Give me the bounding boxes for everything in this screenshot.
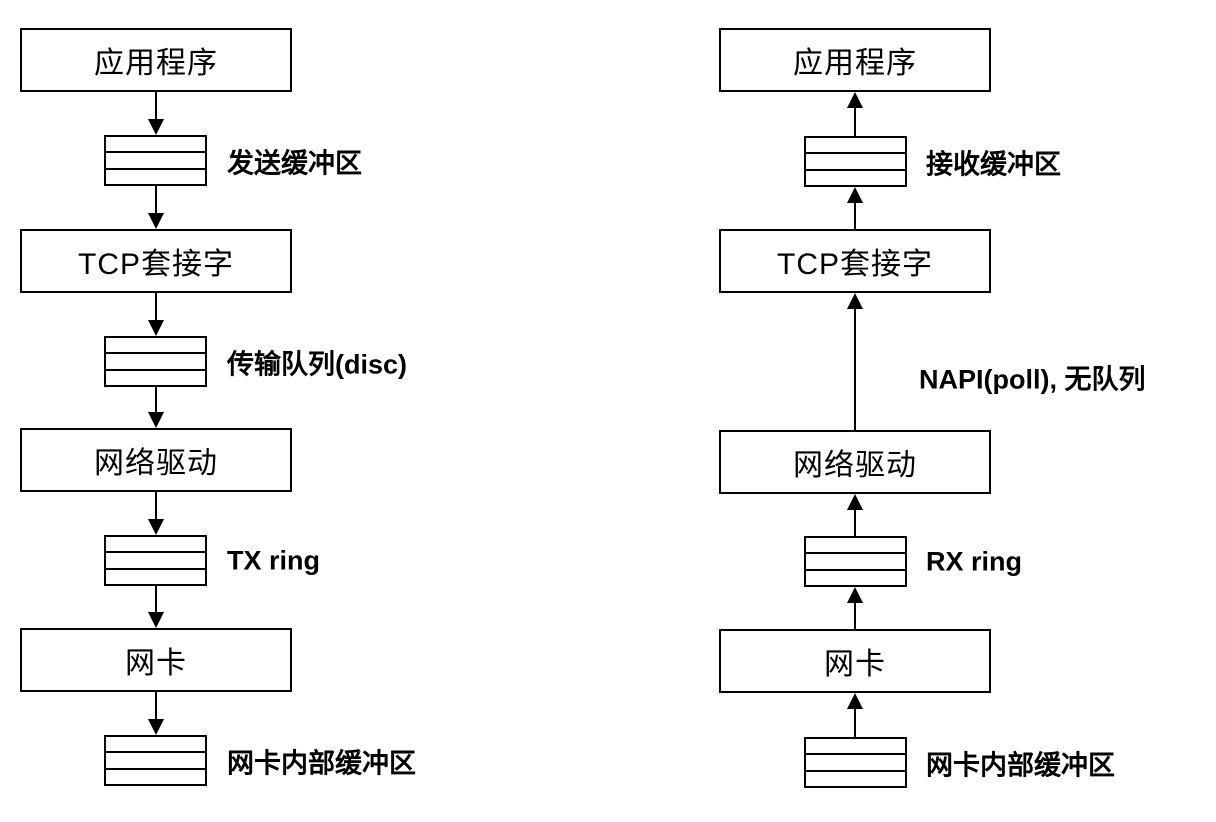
send-nic-buffer-queue-icon (104, 735, 207, 786)
send-buffer-label: 发送缓冲区 (227, 148, 362, 179)
recv-network-driver-box: 网络驱动 (719, 430, 991, 494)
recv-tcp-socket-box: TCP套接字 (719, 229, 991, 293)
send-nic-box: 网卡 (20, 628, 292, 692)
arrow-down-icon (146, 586, 166, 628)
send-tcp-socket-box: TCP套接字 (20, 229, 292, 293)
arrow-up-icon (845, 494, 865, 536)
arrow-down-icon (146, 387, 166, 428)
arrow-down-icon (146, 92, 166, 135)
recv-buffer-queue-icon (804, 136, 907, 187)
recv-nic-box: 网卡 (719, 629, 991, 693)
send-network-driver-box: 网络驱动 (20, 428, 292, 492)
napi-edge-label: NAPI(poll), 无队列 (919, 364, 1146, 395)
arrow-down-icon (146, 186, 166, 229)
send-nic-buffer-label: 网卡内部缓冲区 (227, 748, 416, 779)
arrow-up-icon (845, 587, 865, 629)
arrow-down-icon (146, 293, 166, 336)
rx-ring-queue-icon (804, 536, 907, 587)
recv-application-box: 应用程序 (719, 28, 991, 92)
transmit-queue-icon (104, 336, 207, 387)
arrow-down-icon (146, 492, 166, 535)
send-application-box: 应用程序 (20, 28, 292, 92)
arrow-down-icon (146, 692, 166, 735)
transmit-queue-label: 传输队列(disc) (227, 349, 408, 380)
recv-buffer-label: 接收缓冲区 (926, 149, 1061, 180)
rx-ring-label: RX ring (926, 546, 1023, 577)
arrow-up-icon (845, 187, 865, 229)
send-buffer-queue-icon (104, 135, 207, 186)
tx-ring-queue-icon (104, 535, 207, 586)
recv-nic-buffer-queue-icon (804, 737, 907, 788)
arrow-up-icon (845, 92, 865, 136)
arrow-up-icon (845, 693, 865, 737)
tx-ring-label: TX ring (227, 545, 320, 576)
napi-arrow-up-icon (845, 293, 865, 430)
recv-nic-buffer-label: 网卡内部缓冲区 (926, 750, 1115, 781)
